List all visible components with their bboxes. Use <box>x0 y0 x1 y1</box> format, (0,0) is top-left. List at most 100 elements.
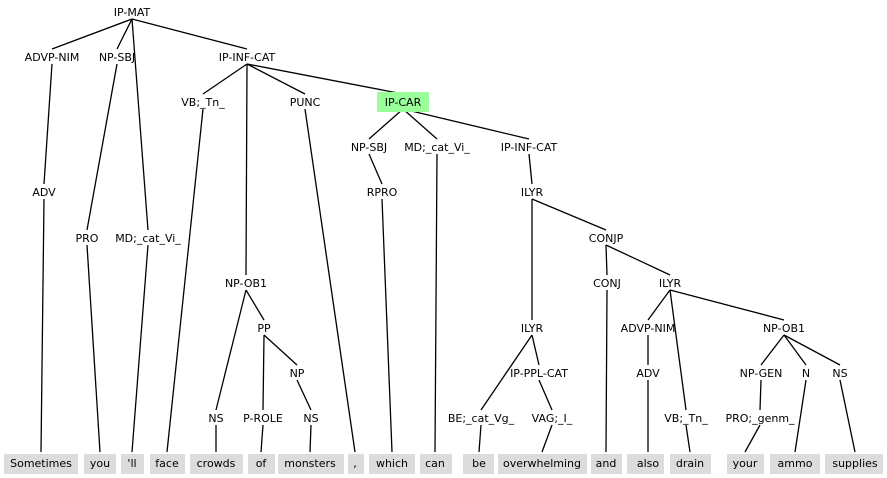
tree-edge <box>309 424 312 453</box>
tree-node-vb-tn[interactable]: VB;_Tn_ <box>664 412 708 425</box>
leaf-token-can[interactable]: can <box>420 454 452 474</box>
leaf-token-ll[interactable]: 'll <box>121 454 144 474</box>
leaf-token-of[interactable]: of <box>248 454 275 474</box>
leaf-token-be[interactable]: be <box>463 454 494 474</box>
node-label: IP-PPL-CAT <box>510 367 568 380</box>
tree-edge <box>794 379 807 453</box>
tree-edges <box>40 18 856 453</box>
tree-node-ns[interactable]: NS <box>832 367 847 380</box>
tree-nodes: IP-MAT ADVP-NIM NP-SBJ MD;_cat_Vi_ IP-INF-CA… <box>4 6 883 474</box>
tree-node-md-cat-vi[interactable]: MD;_cat_Vi_ <box>115 232 181 245</box>
leaf-token-and[interactable]: and <box>591 454 622 474</box>
leaf-token-monsters[interactable]: monsters <box>278 454 344 474</box>
tree-node-ns[interactable]: NS <box>303 412 318 425</box>
node-label: IP-CAR <box>385 96 422 109</box>
tree-node-conjp[interactable]: CONJP <box>589 232 624 245</box>
tree-edge <box>246 63 404 95</box>
tree-edge <box>434 153 438 453</box>
node-label: CONJ <box>593 277 621 290</box>
node-label: NS <box>832 367 847 380</box>
node-label: NS <box>303 412 318 425</box>
tree-node-np-ob1[interactable]: NP-OB1 <box>763 322 805 335</box>
tree-node-ilyr[interactable]: ILYR <box>659 277 682 290</box>
tree-node-rpro[interactable]: RPRO <box>367 186 398 199</box>
tree-node-adv[interactable]: ADV <box>636 367 660 380</box>
tree-edge <box>51 18 133 50</box>
leaf-token-ammo[interactable]: ammo <box>770 454 820 474</box>
leaf-token-overwhelming[interactable]: overwhelming <box>498 454 587 474</box>
tree-edge <box>263 334 298 366</box>
tree-node-ilyr[interactable]: ILYR <box>521 186 544 199</box>
token-box <box>627 454 664 474</box>
leaf-token-your[interactable]: your <box>727 454 764 474</box>
tree-edge <box>245 63 248 276</box>
tree-node-np-sbj[interactable]: NP-SBJ <box>351 141 387 154</box>
tree-node-np-gen[interactable]: NP-GEN <box>740 367 783 380</box>
tree-edge <box>368 153 383 185</box>
token-text: supplies <box>832 457 878 470</box>
leaf-token-which[interactable]: which <box>369 454 415 474</box>
token-text: you <box>90 457 110 470</box>
node-label: NP-OB1 <box>225 277 267 290</box>
tree-edge <box>760 334 785 366</box>
token-box <box>727 454 764 474</box>
token-text: be <box>472 457 486 470</box>
node-label: ADVP-NIM <box>25 51 80 64</box>
tree-edge <box>246 63 306 95</box>
tree-node-np[interactable]: NP <box>290 367 305 380</box>
tree-edge <box>647 289 671 321</box>
token-box <box>420 454 452 474</box>
tree-node-ip-ppl-cat[interactable]: IP-PPL-CAT <box>510 367 568 380</box>
tree-node-adv[interactable]: ADV <box>32 186 56 199</box>
tree-edge <box>131 18 248 50</box>
tree-node-conj[interactable]: CONJ <box>593 277 621 290</box>
tree-edge <box>605 244 608 276</box>
node-label: NP-OB1 <box>763 322 805 335</box>
tree-node-np-sbj[interactable]: NP-SBJ <box>99 51 135 64</box>
tree-node-pro[interactable]: PRO <box>76 232 99 245</box>
tree-edge <box>541 424 553 453</box>
tree-node-p-role[interactable]: P-ROLE <box>243 412 283 425</box>
leaf-token-supplies[interactable]: supplies <box>825 454 883 474</box>
token-text: 'll <box>127 457 136 470</box>
tree-node-vb-tn[interactable]: VB;_Tn_ <box>181 96 225 109</box>
tree-node-ip-inf-cat[interactable]: IP-INF-CAT <box>501 141 558 154</box>
tree-node-ip-car[interactable]: IP-CAR <box>377 92 429 112</box>
token-box <box>150 454 185 474</box>
tree-node-ilyr[interactable]: ILYR <box>521 322 544 335</box>
tree-node-be-cat-vg[interactable]: BE;_cat_Vg_ <box>448 412 515 425</box>
tree-node-advp-nim[interactable]: ADVP-NIM <box>25 51 80 64</box>
node-label: NP-SBJ <box>99 51 135 64</box>
leaf-token-face[interactable]: face <box>150 454 185 474</box>
token-text: your <box>733 457 758 470</box>
token-box <box>84 454 116 474</box>
tree-edge <box>260 424 264 453</box>
leaf-token-drain[interactable]: drain <box>670 454 711 474</box>
tree-node-advp-nim[interactable]: ADVP-NIM <box>621 322 676 335</box>
tree-node-n[interactable]: N <box>802 367 810 380</box>
tree-edge <box>86 63 118 231</box>
token-text: Sometimes <box>10 457 72 470</box>
node-label: BE;_cat_Vg_ <box>448 412 515 425</box>
leaf-token-punct[interactable]: , <box>348 454 364 474</box>
tree-edge <box>215 289 247 411</box>
tree-edge <box>538 379 553 411</box>
tree-node-vag-i[interactable]: VAG;_I_ <box>532 412 573 425</box>
leaf-token-you[interactable]: you <box>84 454 116 474</box>
tree-node-ns[interactable]: NS <box>208 412 223 425</box>
tree-node-punc[interactable]: PUNC <box>290 96 321 109</box>
leaf-token-crowds[interactable]: crowds <box>190 454 243 474</box>
tree-node-pro-genm[interactable]: PRO;_genm_ <box>725 412 795 425</box>
tree-node-ip-inf-cat[interactable]: IP-INF-CAT <box>219 51 276 64</box>
tree-node-md-cat-vi[interactable]: MD;_cat_Vi_ <box>404 141 470 154</box>
tree-node-ip-mat[interactable]: IP-MAT <box>114 6 151 19</box>
tree-node-pp[interactable]: PP <box>257 322 271 335</box>
leaf-token-also[interactable]: also <box>627 454 664 474</box>
token-box <box>121 454 144 474</box>
token-text: ammo <box>778 457 813 470</box>
token-box <box>770 454 820 474</box>
tree-node-np-ob1[interactable]: NP-OB1 <box>225 277 267 290</box>
node-label: NP <box>290 367 305 380</box>
leaf-token-sometimes[interactable]: Sometimes <box>4 454 78 474</box>
tree-edge <box>669 289 785 321</box>
